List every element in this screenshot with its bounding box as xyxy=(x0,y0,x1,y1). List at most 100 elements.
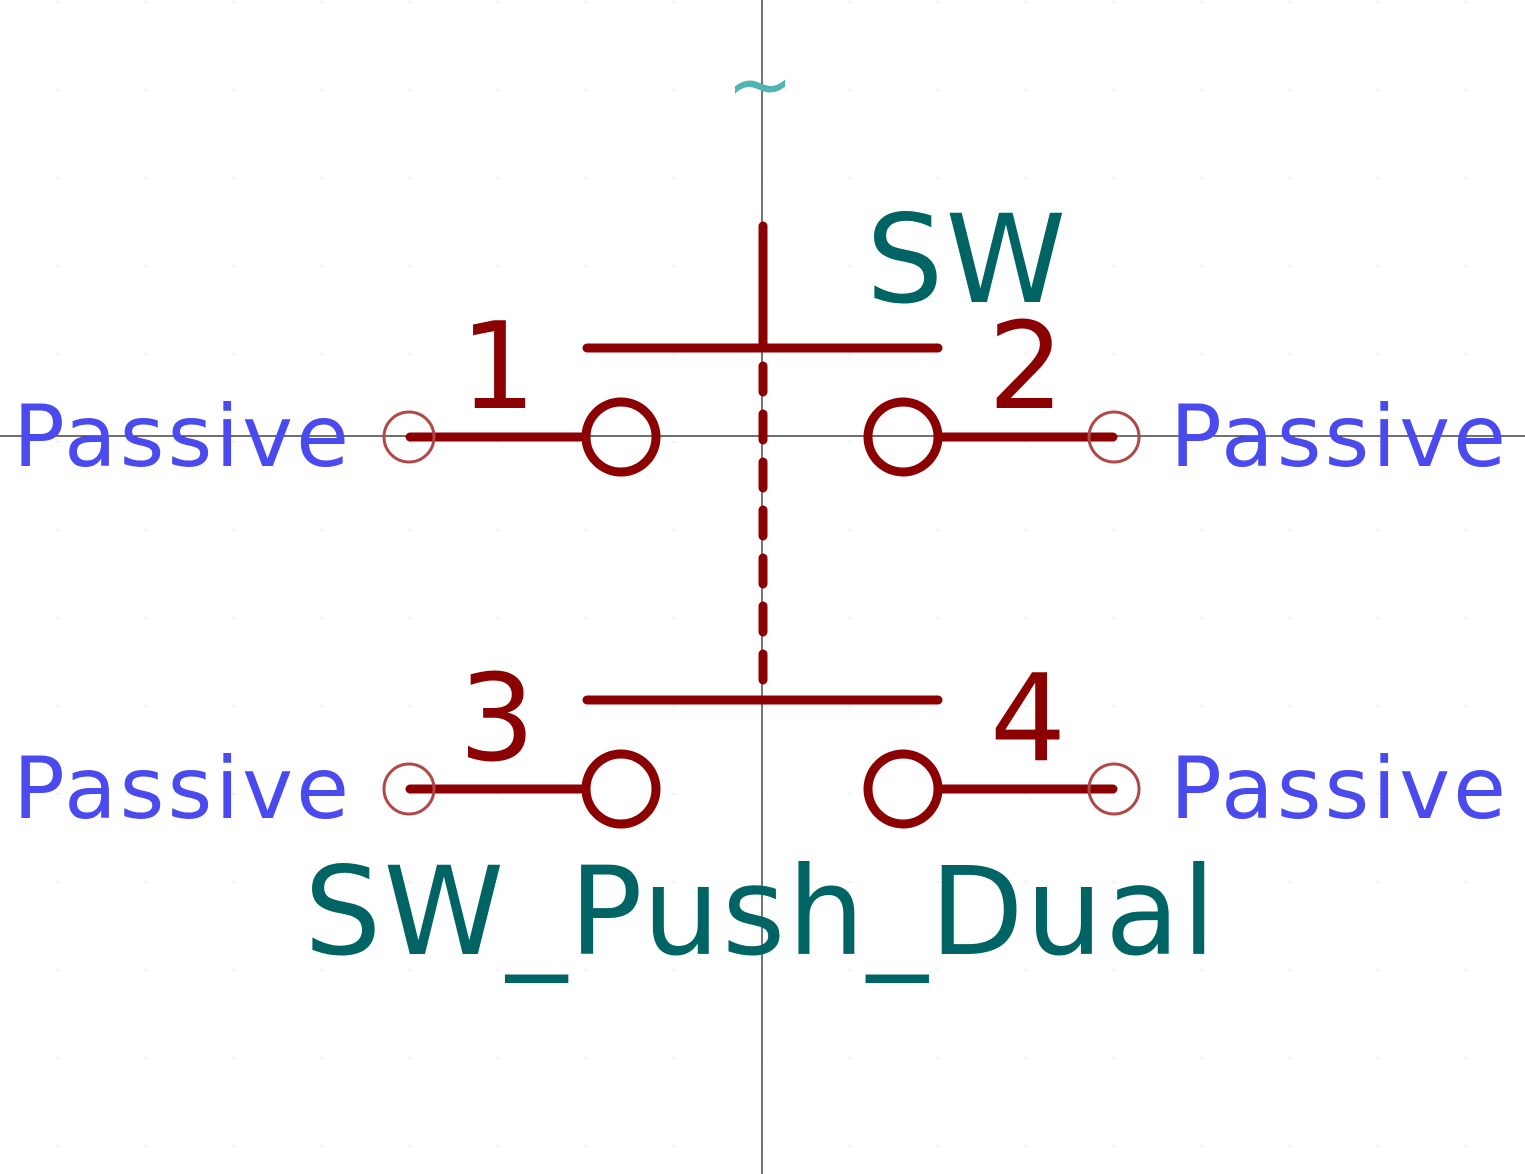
pin-type-4: Passive xyxy=(1170,739,1509,839)
pin-number-3: 3 xyxy=(459,650,535,789)
grid-dot xyxy=(57,969,59,971)
pin-type-2: Passive xyxy=(1170,387,1509,487)
grid-dot xyxy=(849,1057,851,1059)
grid-dot xyxy=(849,881,851,883)
grid-dot xyxy=(1113,705,1115,707)
grid-dot xyxy=(1465,353,1467,355)
grid-dot xyxy=(1377,617,1379,619)
contact-circle-4 xyxy=(863,749,943,829)
grid-dot xyxy=(409,89,411,91)
grid-dot xyxy=(849,1,851,3)
grid-dot xyxy=(673,89,675,91)
grid-dot xyxy=(1201,617,1203,619)
grid-dot xyxy=(937,529,939,531)
grid-dot xyxy=(57,705,59,707)
grid-dot xyxy=(409,617,411,619)
grid-dot xyxy=(1025,617,1027,619)
grid-dot xyxy=(1113,969,1115,971)
grid-dot xyxy=(233,617,235,619)
grid-dot xyxy=(585,177,587,179)
grid-dot xyxy=(497,89,499,91)
grid-dot xyxy=(1289,617,1291,619)
grid-dot xyxy=(1465,1145,1467,1147)
value-label[interactable]: SW_Push_Dual xyxy=(304,841,1218,983)
grid-dot xyxy=(1377,89,1379,91)
grid-dot xyxy=(145,793,147,795)
grid-dot xyxy=(585,1145,587,1147)
contact-circle-3 xyxy=(581,749,661,829)
grid-dot xyxy=(1465,1057,1467,1059)
grid-dot xyxy=(57,89,59,91)
grid-dot xyxy=(1025,177,1027,179)
grid-dot xyxy=(1025,1057,1027,1059)
grid-dot xyxy=(1465,793,1467,795)
pin-end-2[interactable] xyxy=(1087,410,1141,464)
pin-type-1: Passive xyxy=(13,387,352,487)
grid-dot xyxy=(1377,265,1379,267)
grid-dot xyxy=(1113,89,1115,91)
grid-dot xyxy=(1201,1057,1203,1059)
grid-dot xyxy=(1377,881,1379,883)
grid-dot xyxy=(409,1145,411,1147)
grid-dot xyxy=(321,793,323,795)
grid-dot xyxy=(1465,529,1467,531)
grid-dot xyxy=(145,177,147,179)
pin-number-4: 4 xyxy=(990,650,1066,789)
grid-dot xyxy=(937,353,939,355)
footprint-mark: ~ xyxy=(726,38,793,131)
grid-dot xyxy=(1201,265,1203,267)
grid-dot xyxy=(1289,1,1291,3)
grid-dot xyxy=(673,881,675,883)
grid-dot xyxy=(1289,177,1291,179)
grid-dot xyxy=(937,265,939,267)
grid-dot xyxy=(1025,529,1027,531)
grid-dot xyxy=(585,705,587,707)
grid-dot xyxy=(1113,441,1115,443)
grid-dot xyxy=(1113,617,1115,619)
grid-dot xyxy=(1377,969,1379,971)
pin-end-1[interactable] xyxy=(382,410,436,464)
pin-type-3: Passive xyxy=(13,739,352,839)
grid-dot xyxy=(937,1,939,3)
grid-dot xyxy=(145,441,147,443)
grid-dot xyxy=(497,705,499,707)
grid-dot xyxy=(585,617,587,619)
grid-dot xyxy=(1465,1,1467,3)
reference-label[interactable]: SW xyxy=(866,189,1068,331)
grid-dot xyxy=(497,1057,499,1059)
grid-dot xyxy=(1289,441,1291,443)
grid-dot xyxy=(1201,529,1203,531)
grid-dot xyxy=(497,1,499,3)
grid-dot xyxy=(57,177,59,179)
grid-dot xyxy=(937,177,939,179)
pin-end-4[interactable] xyxy=(1087,762,1141,816)
grid-dot xyxy=(57,1145,59,1147)
grid-dot xyxy=(1025,89,1027,91)
grid-dot xyxy=(321,529,323,531)
grid-dot xyxy=(1113,881,1115,883)
contact-circle-2 xyxy=(863,397,943,477)
grid-dot xyxy=(497,617,499,619)
grid-dot xyxy=(1289,793,1291,795)
grid-dot xyxy=(1465,441,1467,443)
grid-dot xyxy=(497,265,499,267)
grid-dot xyxy=(1377,705,1379,707)
grid-dot xyxy=(585,1,587,3)
pin-number-2: 2 xyxy=(988,298,1064,437)
grid-dot xyxy=(673,969,675,971)
grid-dot xyxy=(1201,1145,1203,1147)
grid-dot xyxy=(57,441,59,443)
pin-end-3[interactable] xyxy=(382,762,436,816)
grid-dot xyxy=(1113,1145,1115,1147)
grid-dot xyxy=(1113,529,1115,531)
grid-dot xyxy=(585,265,587,267)
grid-dot xyxy=(673,265,675,267)
grid-dot xyxy=(57,353,59,355)
grid-dot xyxy=(1465,177,1467,179)
grid-dot xyxy=(321,1057,323,1059)
grid-dot xyxy=(233,969,235,971)
grid-dot xyxy=(937,969,939,971)
grid-dot xyxy=(1201,89,1203,91)
grid-dot xyxy=(145,89,147,91)
grid-dot xyxy=(497,177,499,179)
